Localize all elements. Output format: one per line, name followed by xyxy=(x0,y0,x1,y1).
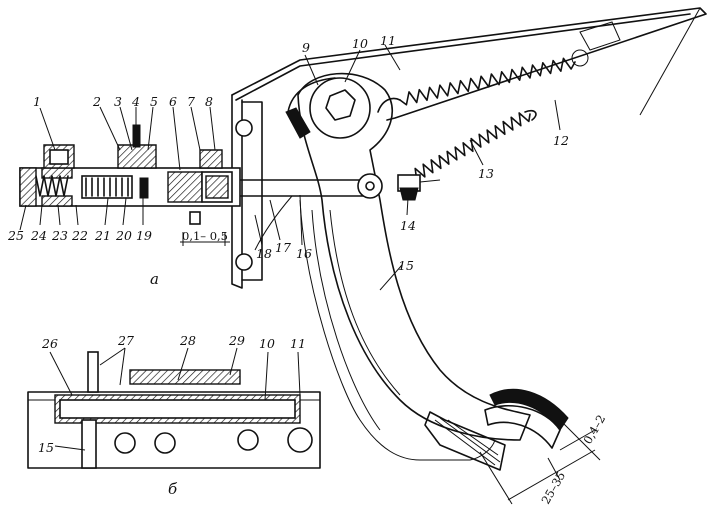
label-11-section: 11 xyxy=(290,336,306,351)
label-25: 25 xyxy=(7,228,24,243)
label-23: 23 xyxy=(51,228,68,243)
label-14: 14 xyxy=(400,218,416,233)
label-19: 19 xyxy=(136,228,152,243)
caption-view-b: б xyxy=(168,480,178,498)
dim-clearance: 0,1– 0,5 xyxy=(182,229,228,243)
label-24: 24 xyxy=(30,228,47,243)
clutch-pedal-arm xyxy=(297,72,531,461)
push-rod xyxy=(237,173,383,251)
label-28: 28 xyxy=(179,333,196,348)
label-12: 12 xyxy=(553,133,569,148)
label-15-section: 15 xyxy=(38,440,54,455)
label-27: 27 xyxy=(117,333,134,348)
label-29: 29 xyxy=(228,333,245,348)
label-7: 7 xyxy=(187,94,195,109)
pivot-assembly-section xyxy=(27,351,321,469)
label-2: 2 xyxy=(92,94,101,109)
label-22: 22 xyxy=(71,228,88,243)
label-17: 17 xyxy=(275,240,291,255)
label-4: 4 xyxy=(131,94,140,109)
label-21: 21 xyxy=(94,228,111,243)
label-18: 18 xyxy=(256,246,272,261)
leader-lines xyxy=(19,44,561,451)
pedal-switch xyxy=(397,174,441,201)
label-11: 11 xyxy=(380,33,396,48)
label-26: 26 xyxy=(41,336,58,351)
label-9: 9 xyxy=(302,40,310,55)
assist-spring xyxy=(409,109,537,182)
label-5: 5 xyxy=(150,94,158,109)
label-10: 10 xyxy=(352,36,368,51)
label-1: 1 xyxy=(33,94,41,109)
label-3: 3 xyxy=(114,94,122,109)
pedal-pad xyxy=(424,388,569,471)
label-20: 20 xyxy=(115,228,132,243)
dimension-lines xyxy=(180,232,601,505)
dim-pedal-play: 25–35 xyxy=(538,469,568,506)
label-15: 15 xyxy=(398,258,414,273)
master-cylinder xyxy=(19,119,253,271)
label-8: 8 xyxy=(205,94,213,109)
caption-view-a: а xyxy=(150,270,159,288)
label-6: 6 xyxy=(169,94,177,109)
return-spring xyxy=(377,49,589,113)
label-10-section: 10 xyxy=(259,336,275,351)
dim-pedal-gap: 0,4–2 xyxy=(580,412,608,446)
label-16: 16 xyxy=(296,246,312,261)
label-13: 13 xyxy=(478,166,494,181)
pedal-pivot xyxy=(285,77,371,139)
